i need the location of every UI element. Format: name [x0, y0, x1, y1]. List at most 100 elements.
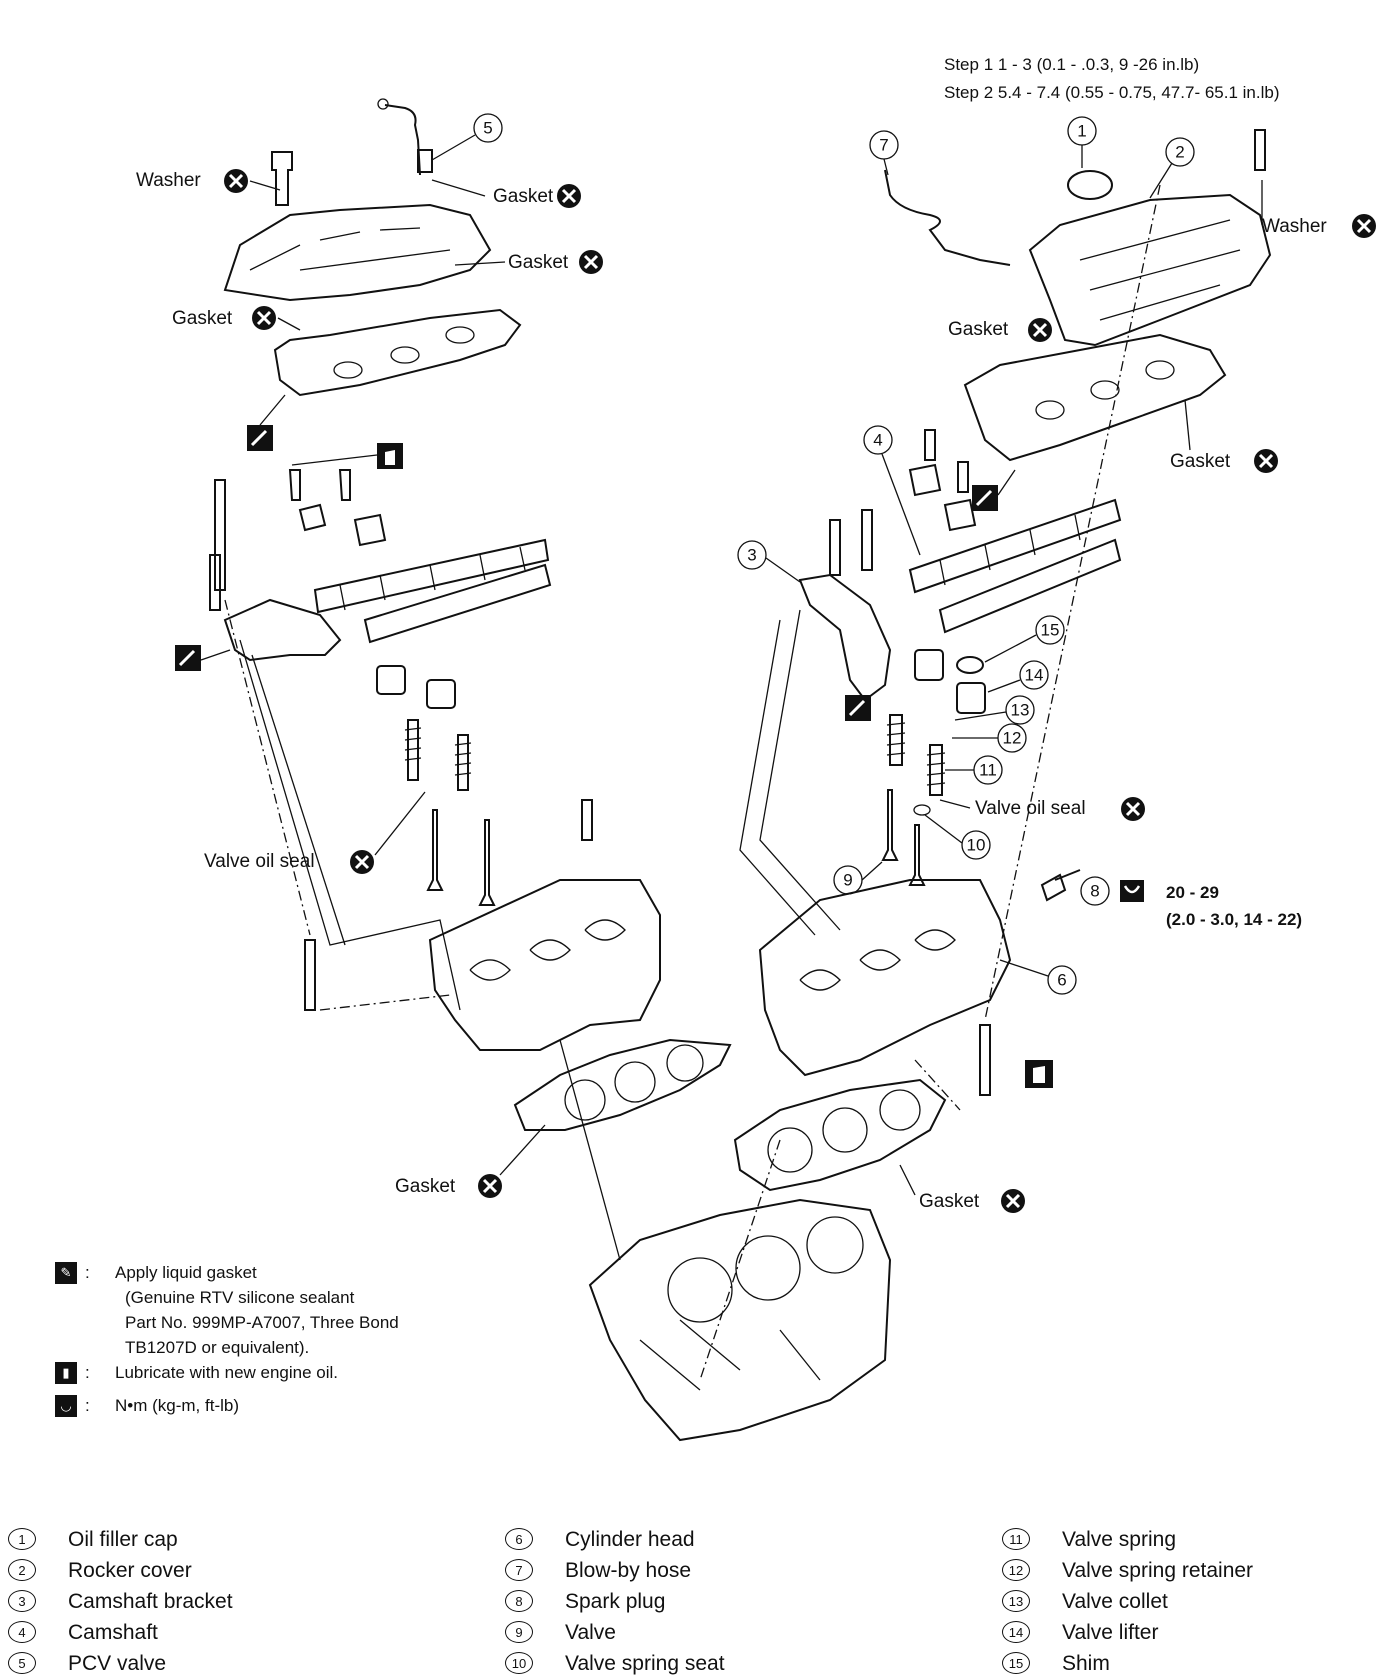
valves-right [881, 789, 926, 886]
shim [956, 656, 984, 674]
cover-bolt-right [1254, 129, 1266, 171]
leader-valve-oil-seal-right [939, 799, 971, 809]
block-bore [735, 1235, 801, 1301]
spring-coils-right [886, 722, 946, 786]
torque-spec-step2: Step 2 5.4 - 7.4 (0.55 - 0.75, 47.7- 65.… [944, 83, 1279, 102]
gasket-bore [822, 1107, 868, 1153]
leader-gasket-cover-left [277, 317, 301, 331]
alignment-line [739, 619, 816, 936]
liquid-gasket-icon: ✎ [55, 1262, 77, 1284]
head-gasket-left [513, 1038, 732, 1131]
leader-gasket-pcv [431, 179, 486, 197]
callout-8 [1080, 876, 1110, 906]
callout-12-number: 12 [1003, 729, 1022, 748]
legend-lubricate: ▮ : Lubricate with new engine oil. [55, 1360, 525, 1385]
leader-14 [987, 679, 1021, 693]
liquid-gasket-icon-mark [178, 649, 196, 667]
valve-lifter-left [376, 665, 406, 695]
valve-spring-seat [913, 804, 931, 816]
camshaft-right-upper [908, 498, 1122, 594]
legend-liquid-gasket: ✎ : Apply liquid gasket (Genuine RTV sil… [55, 1260, 525, 1360]
camshaft-bracket-caps-right [908, 463, 977, 532]
callout-2 [1165, 137, 1195, 167]
gasket-bore [564, 1079, 606, 1121]
rocker-cover-left-ribs [249, 227, 451, 271]
spark-plug-right [1040, 869, 1081, 902]
symbol-legend: ✎ : Apply liquid gasket (Genuine RTV sil… [55, 1260, 525, 1418]
callout-5 [473, 113, 503, 143]
label-gasket-pcv: Gasket [493, 186, 554, 207]
replace-icon [348, 848, 376, 876]
valve-lifter-right [956, 682, 986, 714]
replace-icon [1119, 795, 1147, 823]
label-gasket-head-left: Gasket [395, 1176, 456, 1197]
torque-wrench-icon: ◡ [55, 1395, 77, 1417]
exploded-view-diagram: Step 1 1 - 3 (0.1 - .0.3, 9 -26 in.lb) S… [136, 55, 1378, 1442]
callout-2-number: 2 [1175, 143, 1184, 162]
camshaft-right-lobes [939, 514, 1081, 586]
replace-icon [250, 304, 278, 332]
callout-3-number: 3 [747, 546, 756, 565]
leader-liquid-gasket-left [259, 394, 286, 426]
callout-13 [1005, 695, 1035, 725]
replace-icon [1252, 447, 1280, 475]
callout-14-number: 14 [1025, 666, 1044, 685]
replace-icon [1026, 316, 1054, 344]
camshaft-bracket-caps-left [298, 503, 387, 547]
valve-springs-right [889, 714, 943, 796]
leader-13 [954, 711, 1007, 721]
replace-icon [577, 248, 605, 276]
callout-6-number: 6 [1057, 971, 1066, 990]
alignment-line [319, 994, 451, 1011]
leader-7 [883, 158, 889, 176]
label-gasket-cover-right: Gasket [948, 319, 1009, 340]
alignment-line [559, 1039, 621, 1261]
callout-7-number: 7 [879, 136, 888, 155]
rocker-cover-left [223, 203, 492, 302]
alignment-line [239, 639, 461, 1011]
blow-by-hose [884, 169, 1011, 266]
valve-lifter-right [914, 649, 944, 681]
liquid-gasket-icon-mark [250, 429, 268, 447]
bracket-bolts-right [924, 429, 969, 493]
leader-5 [431, 134, 476, 161]
leader-oil-left [291, 454, 378, 466]
head-bolt-right [979, 1024, 991, 1096]
bracket-long-bolts-left [209, 479, 226, 611]
label-valve-oil-seal-right: Valve oil seal [975, 798, 1086, 819]
callout-1-number: 1 [1077, 122, 1086, 141]
plug-hole [390, 346, 420, 364]
liquid-gasket-icon-mark [848, 699, 866, 717]
cylinder-head-left [428, 879, 661, 1051]
pcv-hose-left [384, 104, 421, 176]
cylinder-block [588, 1198, 892, 1442]
pcv-valve-body [417, 149, 433, 173]
leader-liquid-gasket-left2 [200, 649, 231, 661]
head-gasket-right [733, 1078, 947, 1192]
spark-plug-torque-line1: 20 - 29 [1166, 883, 1219, 902]
cylinder-head-left-ports [469, 919, 626, 981]
callout-3 [737, 540, 767, 570]
leader-valve-oil-seal-left [374, 791, 426, 856]
gasket-bore [666, 1044, 704, 1082]
leader-gasket-head-right [899, 1164, 916, 1196]
replace-icon [1350, 212, 1378, 240]
cover-bolt-left [271, 151, 293, 206]
leader-gasket-head-left [499, 1124, 546, 1176]
callout-6 [1047, 965, 1077, 995]
callout-4-number: 4 [873, 431, 882, 450]
